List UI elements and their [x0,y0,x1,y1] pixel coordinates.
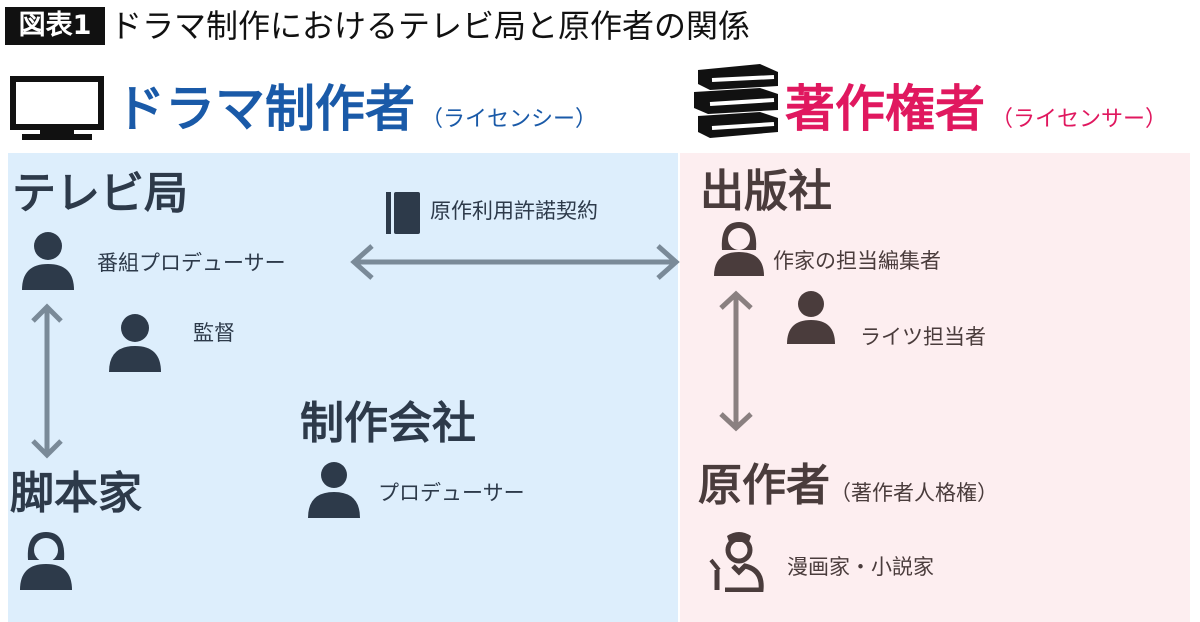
tv-station-label: テレビ局 [12,168,188,219]
editor-label: 作家の担当編集者 [773,249,941,273]
author-desc-label: 漫画家・小説家 [787,555,934,579]
producer-person-icon [308,462,360,518]
contract-book-icon [386,192,420,234]
publisher-label: 出版社 [700,166,832,217]
rights-manager-label: ライツ担当者 [860,325,986,349]
production-company-label: 制作会社 [300,398,476,449]
contract-label: 原作利用許諾契約 [430,199,598,223]
licensee-panel [8,153,678,622]
publisher-author-arrow [719,290,753,432]
licensor-heading: 著作権者（ライセンサー） [785,80,1168,138]
director-label: 監督 [193,321,235,345]
licensee-heading: ドラマ制作者（ライセンシー） [115,80,598,138]
person-icon [22,232,74,290]
artist-icon [709,532,764,592]
producer-label: プロデューサー [378,481,525,505]
program-producer-label: 番組プロデューサー [97,251,286,275]
editor-person-icon [714,222,764,276]
rights-person-icon [787,291,835,344]
contract-double-arrow [350,244,680,280]
author-heading: 原作者（著作者人格権） [698,460,998,511]
screenwriter-person-icon [20,532,72,590]
figure-badge: 図表1 [5,7,105,45]
books-icon [694,64,778,138]
screenwriter-label: 脚本家 [10,468,142,519]
page-title: ドラマ制作におけるテレビ局と原作者の関係 [110,7,751,45]
director-person-icon [109,314,161,372]
licensor-panel [680,153,1190,622]
vertical-double-arrow [31,303,63,459]
tv-icon [10,76,104,140]
